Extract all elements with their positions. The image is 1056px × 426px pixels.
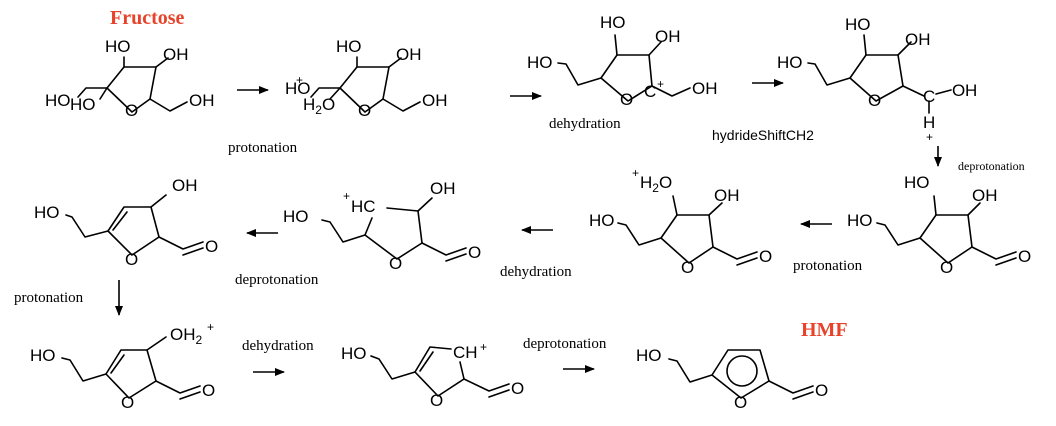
atom-label: OH bbox=[714, 186, 740, 205]
atom-label: HO bbox=[904, 173, 930, 192]
atom-label: HO bbox=[847, 211, 873, 230]
carbon-label: C bbox=[923, 87, 935, 106]
molecule-ring-carbocation: + HC OH HO O O bbox=[283, 179, 481, 273]
atom-label: OH bbox=[692, 79, 718, 98]
carbonyl-oxygen: O bbox=[759, 247, 772, 266]
hmf-title: HMF bbox=[801, 319, 848, 341]
charge-plus: + bbox=[296, 73, 303, 87]
carbonyl-oxygen: O bbox=[202, 381, 215, 400]
atom-label: HO bbox=[636, 346, 662, 365]
atom-label: OH bbox=[972, 186, 998, 205]
step-label: dehydration bbox=[500, 264, 572, 280]
carbonyl-oxygen: O bbox=[815, 381, 828, 400]
carbocation: C bbox=[644, 82, 656, 101]
carbonyl-oxygen: O bbox=[511, 379, 524, 398]
molecule-protonated-fructose: HO OH HO + H2O O OH bbox=[285, 37, 448, 120]
ring-oxygen: O bbox=[430, 391, 443, 410]
ring-oxygen: O bbox=[868, 91, 881, 110]
atom-label: HO bbox=[777, 53, 803, 72]
step-label: deprotonation bbox=[958, 159, 1025, 173]
ring-oxygen: O bbox=[125, 101, 138, 120]
charge-plus: + bbox=[207, 320, 214, 334]
atom-label: OH bbox=[189, 91, 215, 110]
atom-label: HO bbox=[845, 15, 871, 34]
ring-oxygen: O bbox=[125, 250, 138, 269]
atom-label: HO bbox=[34, 203, 60, 222]
atom-label: HO bbox=[527, 53, 553, 72]
charge-plus: + bbox=[632, 166, 639, 180]
step-label: deprotonation bbox=[523, 336, 607, 352]
atom-label: OH bbox=[172, 176, 198, 195]
atom-label: OH bbox=[422, 91, 448, 110]
carbonyl-oxygen: O bbox=[468, 243, 481, 262]
carbocation: HC bbox=[351, 197, 376, 216]
atom-label: HO bbox=[285, 79, 311, 98]
hydride-h: H bbox=[923, 113, 935, 132]
atom-label: HO bbox=[105, 37, 131, 56]
ring-oxygen: O bbox=[389, 254, 402, 273]
ring-oxygen: O bbox=[620, 90, 633, 109]
molecule-hmf: HO O O bbox=[636, 346, 828, 412]
ring-oxygen: O bbox=[358, 101, 371, 120]
atom-label: OH bbox=[905, 30, 931, 49]
step-label: dehydration bbox=[242, 338, 314, 354]
atom-label: HO bbox=[283, 207, 309, 226]
atom-label: HO bbox=[336, 37, 362, 56]
step-label: hydrideShiftCH2 bbox=[712, 127, 814, 143]
charge-plus: + bbox=[480, 340, 487, 354]
atom-label: OH bbox=[430, 179, 456, 198]
oxonium-oh2: OH2 bbox=[170, 325, 203, 347]
molecule-carbocation: HO OH HO O C + OH bbox=[527, 13, 718, 109]
step-label: dehydration bbox=[549, 116, 621, 132]
atom-label: O bbox=[952, 81, 965, 100]
atom-label: HO bbox=[589, 211, 615, 230]
atom-label: HO bbox=[341, 344, 367, 363]
molecule-dihydrofuran-carbocation: CH + HO O O bbox=[341, 340, 524, 410]
atom-label: HO bbox=[600, 13, 626, 32]
step-label: protonation bbox=[14, 290, 84, 306]
step-label: protonation bbox=[228, 140, 298, 156]
oxonium-h2o: H2O bbox=[640, 173, 672, 195]
molecule-dihydrofuran-hydroxyl: OH HO O O bbox=[34, 176, 218, 269]
ring-oxygen: O bbox=[681, 258, 694, 277]
carbocation: CH bbox=[453, 343, 478, 362]
ring-oxygen: O bbox=[734, 393, 747, 412]
atom-label: HO bbox=[70, 95, 96, 114]
hydroxyl-h: H bbox=[965, 81, 977, 100]
oxonium-h2o: H2O bbox=[303, 95, 335, 117]
step-label: protonation bbox=[793, 258, 863, 274]
carbonyl-oxygen: O bbox=[205, 237, 218, 256]
atom-label: OH bbox=[396, 45, 422, 64]
molecule-aldehyde-furanose: HO OH HO O O bbox=[847, 173, 1031, 277]
atom-label: OH bbox=[655, 27, 681, 46]
charge-plus: + bbox=[657, 77, 664, 91]
atom-label: HO bbox=[30, 346, 56, 365]
fructose-title: Fructose bbox=[110, 7, 185, 29]
atom-label: OH bbox=[163, 45, 189, 64]
ring-oxygen: O bbox=[121, 393, 134, 412]
step-label: deprotonation bbox=[235, 272, 319, 288]
atom-label: HO bbox=[45, 91, 71, 110]
carbonyl-oxygen: O bbox=[1018, 247, 1031, 266]
ring-oxygen: O bbox=[940, 258, 953, 277]
charge-plus: + bbox=[926, 130, 933, 144]
charge-plus: + bbox=[343, 189, 350, 203]
molecule-fructose: HO OH HO HO O OH bbox=[45, 37, 215, 120]
molecule-dihydrofuran-oxonium: OH2 + HO O O bbox=[30, 320, 215, 412]
molecule-hydride-shift: HO OH HO O C O H H + bbox=[777, 15, 977, 144]
molecule-protonated-hydroxyl: + H2O OH HO O O bbox=[589, 166, 772, 277]
